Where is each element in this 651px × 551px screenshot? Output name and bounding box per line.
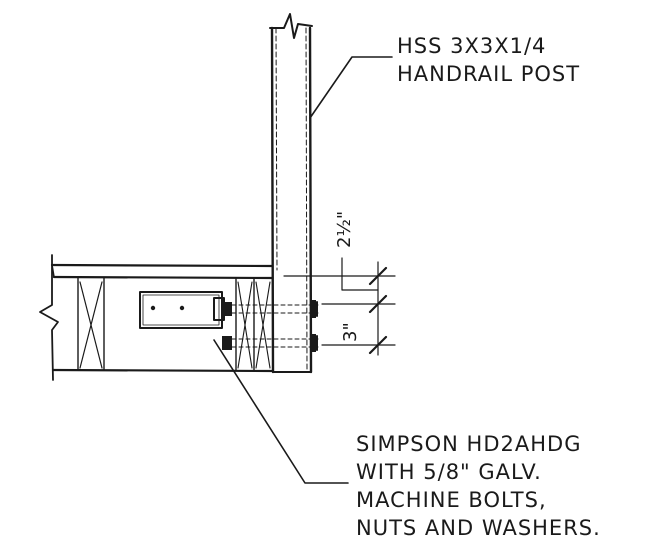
simpson-hd2a-bracket: [139, 291, 232, 350]
handrail-post-note-line-2: HANDRAIL POST: [397, 62, 581, 86]
rim-joist-section: [39, 254, 275, 381]
bracket-note-line-3: MACHINE BOLTS,: [356, 488, 547, 512]
handrail-post-note-line-1: HSS 3x3x1/4: [397, 34, 547, 58]
dimension-lower-text: 3": [340, 322, 361, 342]
dimension-upper-text: 2½": [334, 211, 355, 248]
bracket-note-line-1: SIMPSON HD2AHDG: [356, 432, 582, 456]
bracket-note: SIMPSON HD2AHDG WITH 5/8" GALV. MACHINE …: [356, 430, 601, 542]
leader-lines: [213, 56, 393, 484]
dimension-lines: [283, 257, 396, 356]
bracket-note-line-2: WITH 5/8" GALV.: [356, 460, 542, 484]
handrail-post-note: HSS 3x3x1/4 HANDRAIL POST: [397, 32, 580, 88]
bracket-note-line-4: NUTS AND WASHERS.: [356, 516, 601, 540]
machine-bolts: [231, 300, 319, 352]
hss-handrail-post: [269, 13, 313, 374]
